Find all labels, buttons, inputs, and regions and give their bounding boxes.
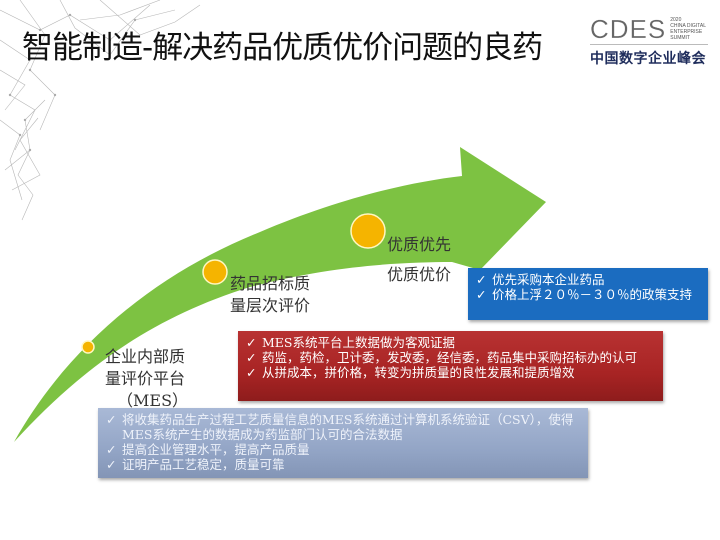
stage-3-line-1: 优质优先 [387, 235, 452, 254]
blue-item-text: 优先采购本企业药品 [492, 272, 605, 287]
blue-item: ✓ 优先采购本企业药品 [476, 272, 700, 287]
logo-year: 2020 [670, 17, 682, 23]
gray-item-text: 提高企业管理水平，提高产品质量 [122, 442, 310, 457]
blue-info-box: ✓ 优先采购本企业药品 ✓ 价格上浮２０％－３０％的政策支持 [468, 268, 708, 320]
check-icon: ✓ [476, 287, 487, 302]
stage-1-line-1: 企业内部质 [105, 347, 186, 366]
gray-item-text: 证明产品工艺稳定，质量可靠 [122, 457, 285, 472]
red-item-text: MES系统平台上数据做为客观证据 [262, 335, 455, 350]
red-info-box: ✓ MES系统平台上数据做为客观证据 ✓ 药监，药检，卫计委，发改委，经信委，药… [238, 331, 663, 401]
check-icon: ✓ [476, 272, 487, 287]
logo-top: CDES 2020 CHINA DIGITAL ENTERPRISE SUMMI… [590, 16, 708, 45]
red-item: ✓ 药监，药检，卫计委，发改委，经信委，药品集中采购招标办的认可 [246, 350, 655, 365]
check-icon: ✓ [246, 335, 257, 350]
gray-item: ✓ 提高企业管理水平，提高产品质量 [106, 442, 580, 457]
network-decoration [0, 0, 201, 221]
cdes-logo: CDES 2020 CHINA DIGITAL ENTERPRISE SUMMI… [590, 16, 708, 68]
stage-3-line-2: 优质优价 [387, 265, 452, 284]
stage-2-line-2: 量层次评价 [230, 296, 311, 315]
blue-item: ✓ 价格上浮２０％－３０％的政策支持 [476, 287, 700, 302]
stage-1-line-3: （MES） [117, 391, 189, 410]
stage-label-quality: 优质优先 优质优价 [387, 230, 451, 290]
stage-dot-1 [81, 340, 95, 354]
gray-item-text: 将收集药品生产过程工艺质量信息的MES系统通过计算机系统验证（CSV），使得ME… [122, 412, 574, 442]
red-item-text: 药监，药检，卫计委，发改委，经信委，药品集中采购招标办的认可 [262, 350, 638, 365]
check-icon: ✓ [106, 457, 117, 472]
logo-line1: CHINA DIGITAL [670, 23, 706, 29]
red-item: ✓ 从拼成本，拼价格，转变为拼质量的良性发展和提质增效 [246, 365, 655, 380]
gray-item: ✓ 证明产品工艺稳定，质量可靠 [106, 457, 580, 472]
red-item: ✓ MES系统平台上数据做为客观证据 [246, 335, 655, 350]
blue-item-text: 价格上浮２０％－３０％的政策支持 [492, 287, 693, 302]
check-icon: ✓ [246, 365, 257, 380]
stage-label-tender: 药品招标质 量层次评价 [230, 273, 310, 317]
stage-dot-3 [350, 213, 386, 249]
page-title: 智能制造-解决药品优质优价问题的良药 [22, 30, 543, 66]
stage-2-line-1: 药品招标质 [230, 274, 311, 293]
logo-chinese-name: 中国数字企业峰会 [590, 51, 706, 67]
gray-info-box: ✓ 将收集药品生产过程工艺质量信息的MES系统通过计算机系统验证（CSV），使得… [98, 408, 588, 478]
red-item-text: 从拼成本，拼价格，转变为拼质量的良性发展和提质增效 [262, 365, 575, 380]
stage-1-line-2: 量评价平台 [105, 369, 186, 388]
stage-label-mes: 企业内部质 量评价平台 （MES） [105, 346, 188, 412]
logo-mark: CDES [590, 14, 667, 44]
logo-line2: ENTERPRISE SUMMIT [670, 29, 703, 41]
check-icon: ✓ [106, 412, 117, 427]
growth-arrow [14, 147, 546, 442]
logo-subtext: 2020 CHINA DIGITAL ENTERPRISE SUMMIT [670, 17, 708, 41]
check-icon: ✓ [106, 442, 117, 457]
stage-dot-2 [202, 259, 228, 285]
gray-item: ✓ 将收集药品生产过程工艺质量信息的MES系统通过计算机系统验证（CSV），使得… [106, 412, 580, 442]
check-icon: ✓ [246, 350, 257, 365]
